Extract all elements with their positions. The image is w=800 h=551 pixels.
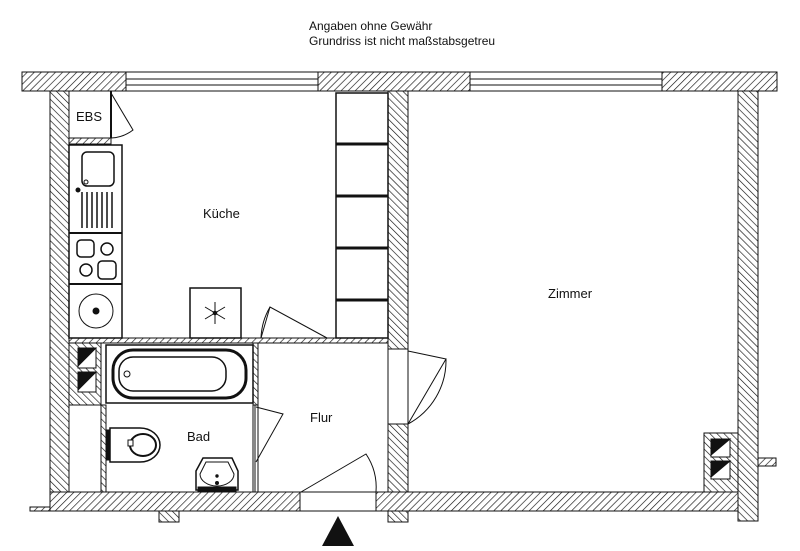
interior-walls — [68, 90, 409, 493]
label-hallway: Flur — [310, 410, 333, 425]
kitchen-counter — [68, 144, 123, 339]
disclaimer: Angaben ohne Gewähr Grundriss ist nicht … — [309, 19, 495, 49]
label-ebs: EBS — [76, 109, 103, 124]
door-entrance — [300, 453, 377, 493]
door-bath — [255, 406, 284, 463]
bathtub-icon — [105, 344, 254, 404]
label-bath: Bad — [187, 429, 211, 444]
snowflake-icon — [204, 302, 226, 324]
door-kitchen — [260, 306, 328, 339]
label-room: Zimmer — [548, 286, 593, 301]
window-kitchen — [125, 71, 319, 92]
ebs-closet — [68, 90, 134, 145]
label-kitchen: Küche — [203, 206, 240, 221]
chimney-shaft-icon — [68, 342, 102, 406]
entrance-arrow-icon — [322, 516, 354, 546]
washbasin-icon — [195, 457, 239, 492]
exterior-walls — [21, 71, 778, 523]
washing-machine-icon — [78, 293, 114, 329]
disclaimer-line-1: Angaben ohne Gewähr — [309, 19, 433, 33]
disclaimer-line-2: Grundriss ist nicht maßstabsgetreu — [309, 34, 496, 48]
fridge — [189, 287, 242, 339]
door-room — [407, 350, 447, 425]
stove-icon — [76, 239, 117, 280]
tall-cabinets — [335, 92, 389, 339]
window-room — [469, 71, 663, 92]
toilet-icon — [105, 427, 161, 463]
kitchen-sink-icon — [75, 151, 115, 228]
chimney-shaft-icon-room — [703, 432, 739, 493]
doors — [255, 306, 447, 493]
